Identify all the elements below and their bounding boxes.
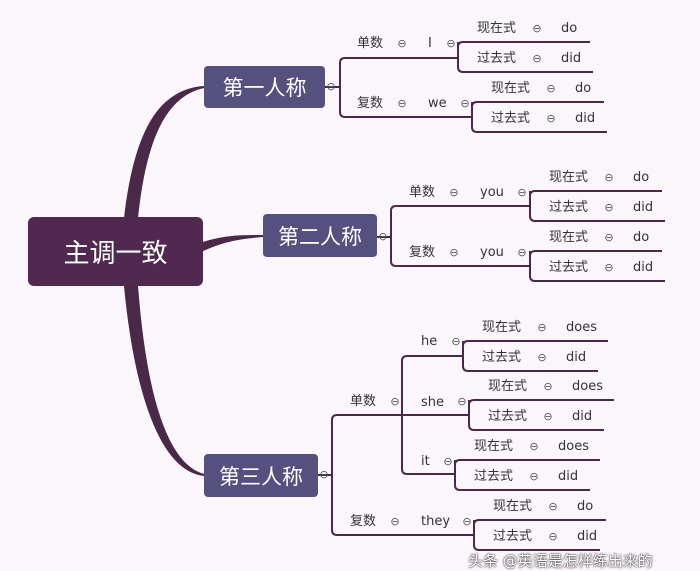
tense-label[interactable]: 现在式: [491, 81, 531, 96]
collapse-icon[interactable]: ⊖: [529, 470, 539, 483]
pronoun-label[interactable]: you: [480, 185, 504, 200]
verb-form[interactable]: did: [577, 529, 598, 544]
tense-label[interactable]: 过去式: [474, 469, 514, 484]
connector-line: [462, 340, 608, 372]
number-label[interactable]: 单数: [350, 394, 377, 409]
verb-form[interactable]: did: [575, 111, 596, 126]
collapse-icon[interactable]: ⊖: [397, 37, 407, 50]
collapse-icon[interactable]: ⊖: [390, 515, 400, 528]
verb-form[interactable]: does: [558, 439, 589, 454]
connector-line: [529, 250, 665, 282]
pronoun-label[interactable]: it: [421, 454, 430, 469]
collapse-icon[interactable]: ⊖: [548, 530, 558, 543]
collapse-icon[interactable]: ⊖: [460, 97, 470, 110]
collapse-icon[interactable]: ⊖: [604, 231, 614, 244]
collapse-icon[interactable]: ⊖: [532, 22, 542, 35]
collapse-icon[interactable]: ⊖: [604, 171, 614, 184]
verb-form[interactable]: did: [558, 469, 579, 484]
verb-form[interactable]: does: [572, 379, 603, 394]
tense-label[interactable]: 现在式: [474, 439, 514, 454]
collapse-icon[interactable]: ⊖: [397, 97, 407, 110]
collapse-icon[interactable]: ⊖: [517, 246, 527, 259]
pronoun-label[interactable]: you: [480, 245, 504, 260]
connector-line: [454, 459, 600, 491]
verb-form[interactable]: does: [566, 320, 597, 335]
collapse-icon[interactable]: ⊖: [449, 186, 459, 199]
verb-form[interactable]: did: [633, 200, 654, 215]
collapse-icon[interactable]: ⊖: [537, 321, 547, 334]
collapse-icon[interactable]: ⊖: [451, 335, 461, 348]
collapse-icon[interactable]: ⊖: [378, 230, 388, 243]
branch-curve: [123, 86, 205, 219]
tense-label[interactable]: 现在式: [549, 170, 589, 185]
collapse-icon[interactable]: ⊖: [443, 455, 453, 468]
tense-label[interactable]: 现在式: [477, 21, 517, 36]
connector-line: [339, 57, 346, 118]
watermark: 头条 @英语是怎样练出来的: [468, 552, 653, 570]
tense-label[interactable]: 现在式: [488, 379, 528, 394]
number-label[interactable]: 复数: [409, 245, 436, 260]
collapse-icon[interactable]: ⊖: [529, 440, 539, 453]
connector-line: [390, 205, 397, 267]
collapse-icon[interactable]: ⊖: [532, 52, 542, 65]
pronoun-label[interactable]: we: [428, 96, 447, 111]
number-label[interactable]: 复数: [357, 96, 384, 111]
branch-curve: [123, 285, 205, 476]
collapse-icon[interactable]: ⊖: [548, 500, 558, 513]
tense-label[interactable]: 过去式: [482, 350, 522, 365]
collapse-icon[interactable]: ⊖: [462, 515, 472, 528]
collapse-icon[interactable]: ⊖: [390, 395, 400, 408]
verb-form[interactable]: do: [561, 21, 578, 36]
verb-form[interactable]: do: [633, 230, 650, 245]
collapse-icon[interactable]: ⊖: [543, 410, 553, 423]
node-first-person[interactable]: 第一人称: [204, 66, 325, 108]
pronoun-label[interactable]: I: [428, 36, 432, 51]
pronoun-label[interactable]: he: [421, 334, 438, 349]
connector-line: [401, 355, 408, 475]
pronoun-label[interactable]: she: [421, 395, 445, 410]
collapse-icon[interactable]: ⊖: [449, 246, 459, 259]
verb-form[interactable]: did: [566, 350, 587, 365]
node-third-person[interactable]: 第三人称: [204, 454, 318, 497]
collapse-icon[interactable]: ⊖: [546, 82, 556, 95]
connector-line: [331, 414, 338, 536]
tense-label[interactable]: 现在式: [482, 320, 522, 335]
number-label[interactable]: 单数: [357, 36, 384, 51]
pronoun-label[interactable]: they: [421, 514, 451, 529]
collapse-icon[interactable]: ⊖: [604, 201, 614, 214]
tense-label[interactable]: 过去式: [491, 111, 531, 126]
tense-label[interactable]: 过去式: [549, 200, 589, 215]
number-label[interactable]: 单数: [409, 185, 436, 200]
collapse-icon[interactable]: ⊖: [543, 380, 553, 393]
verb-form[interactable]: do: [633, 170, 650, 185]
collapse-icon[interactable]: ⊖: [326, 80, 336, 93]
verb-form[interactable]: did: [633, 260, 654, 275]
verb-form[interactable]: did: [561, 51, 582, 66]
connector-line: [457, 41, 593, 73]
number-label[interactable]: 复数: [350, 514, 377, 529]
verb-form[interactable]: do: [575, 81, 592, 96]
connector-line: [529, 190, 665, 222]
collapse-icon[interactable]: ⊖: [517, 186, 527, 199]
connector-line: [471, 101, 607, 133]
collapse-icon[interactable]: ⊖: [604, 261, 614, 274]
branch-curve: [202, 235, 264, 252]
collapse-icon[interactable]: ⊖: [537, 351, 547, 364]
collapse-icon[interactable]: ⊖: [457, 395, 467, 408]
collapse-icon[interactable]: ⊖: [546, 112, 556, 125]
tense-label[interactable]: 现在式: [493, 499, 533, 514]
tense-label[interactable]: 过去式: [549, 260, 589, 275]
connector-line: [473, 519, 606, 551]
verb-form[interactable]: do: [577, 499, 594, 514]
collapse-icon[interactable]: ⊖: [446, 37, 456, 50]
tense-label[interactable]: 现在式: [549, 230, 589, 245]
tense-label[interactable]: 过去式: [477, 51, 517, 66]
verb-form[interactable]: did: [572, 409, 593, 424]
collapse-icon[interactable]: ⊖: [319, 468, 329, 481]
tense-label[interactable]: 过去式: [493, 529, 533, 544]
root-node[interactable]: 主调一致: [28, 217, 203, 286]
connector-line: [468, 399, 614, 431]
tense-label[interactable]: 过去式: [488, 409, 528, 424]
node-second-person[interactable]: 第二人称: [263, 214, 377, 257]
